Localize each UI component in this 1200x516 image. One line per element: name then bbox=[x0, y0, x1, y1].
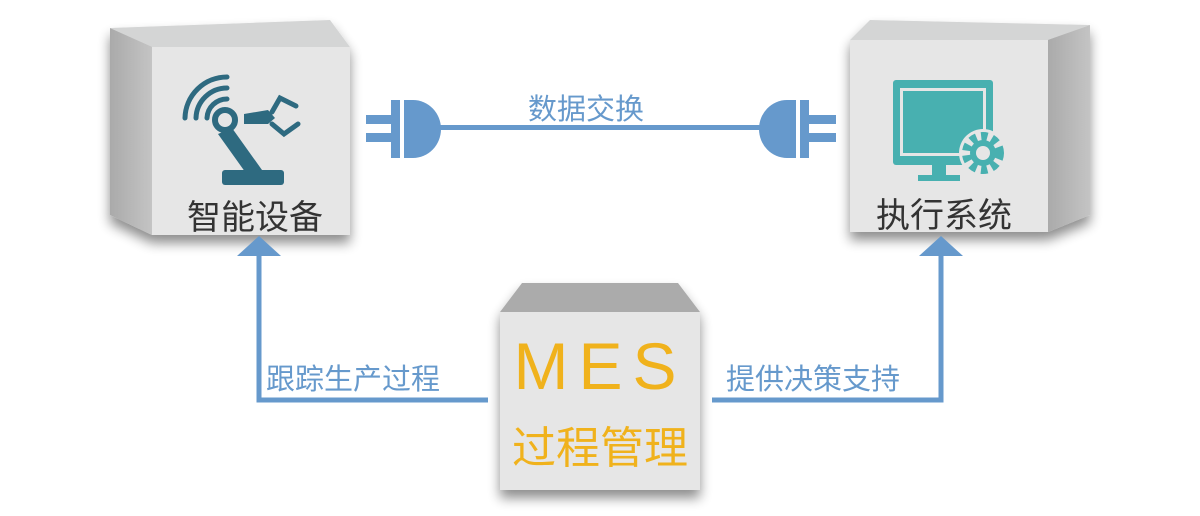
decision-support-label: 提供决策支持 bbox=[726, 362, 901, 396]
execution-system-label: 执行系统 bbox=[876, 196, 1012, 236]
smart-device-label: 智能设备 bbox=[187, 198, 323, 238]
robot-arm-wireless-icon bbox=[182, 74, 301, 185]
mes-title: MES bbox=[513, 329, 687, 403]
smart-device-cube bbox=[110, 20, 350, 235]
data-exchange-label: 数据交换 bbox=[528, 92, 645, 126]
track-production-label: 跟踪生产过程 bbox=[266, 362, 441, 396]
track-production-arrow bbox=[237, 236, 488, 403]
mes-cube bbox=[500, 283, 700, 490]
mes-subtitle: 过程管理 bbox=[512, 423, 688, 474]
data-exchange-link bbox=[366, 100, 836, 158]
decision-support-arrow bbox=[712, 236, 963, 403]
monitor-gear-icon bbox=[893, 80, 1007, 181]
